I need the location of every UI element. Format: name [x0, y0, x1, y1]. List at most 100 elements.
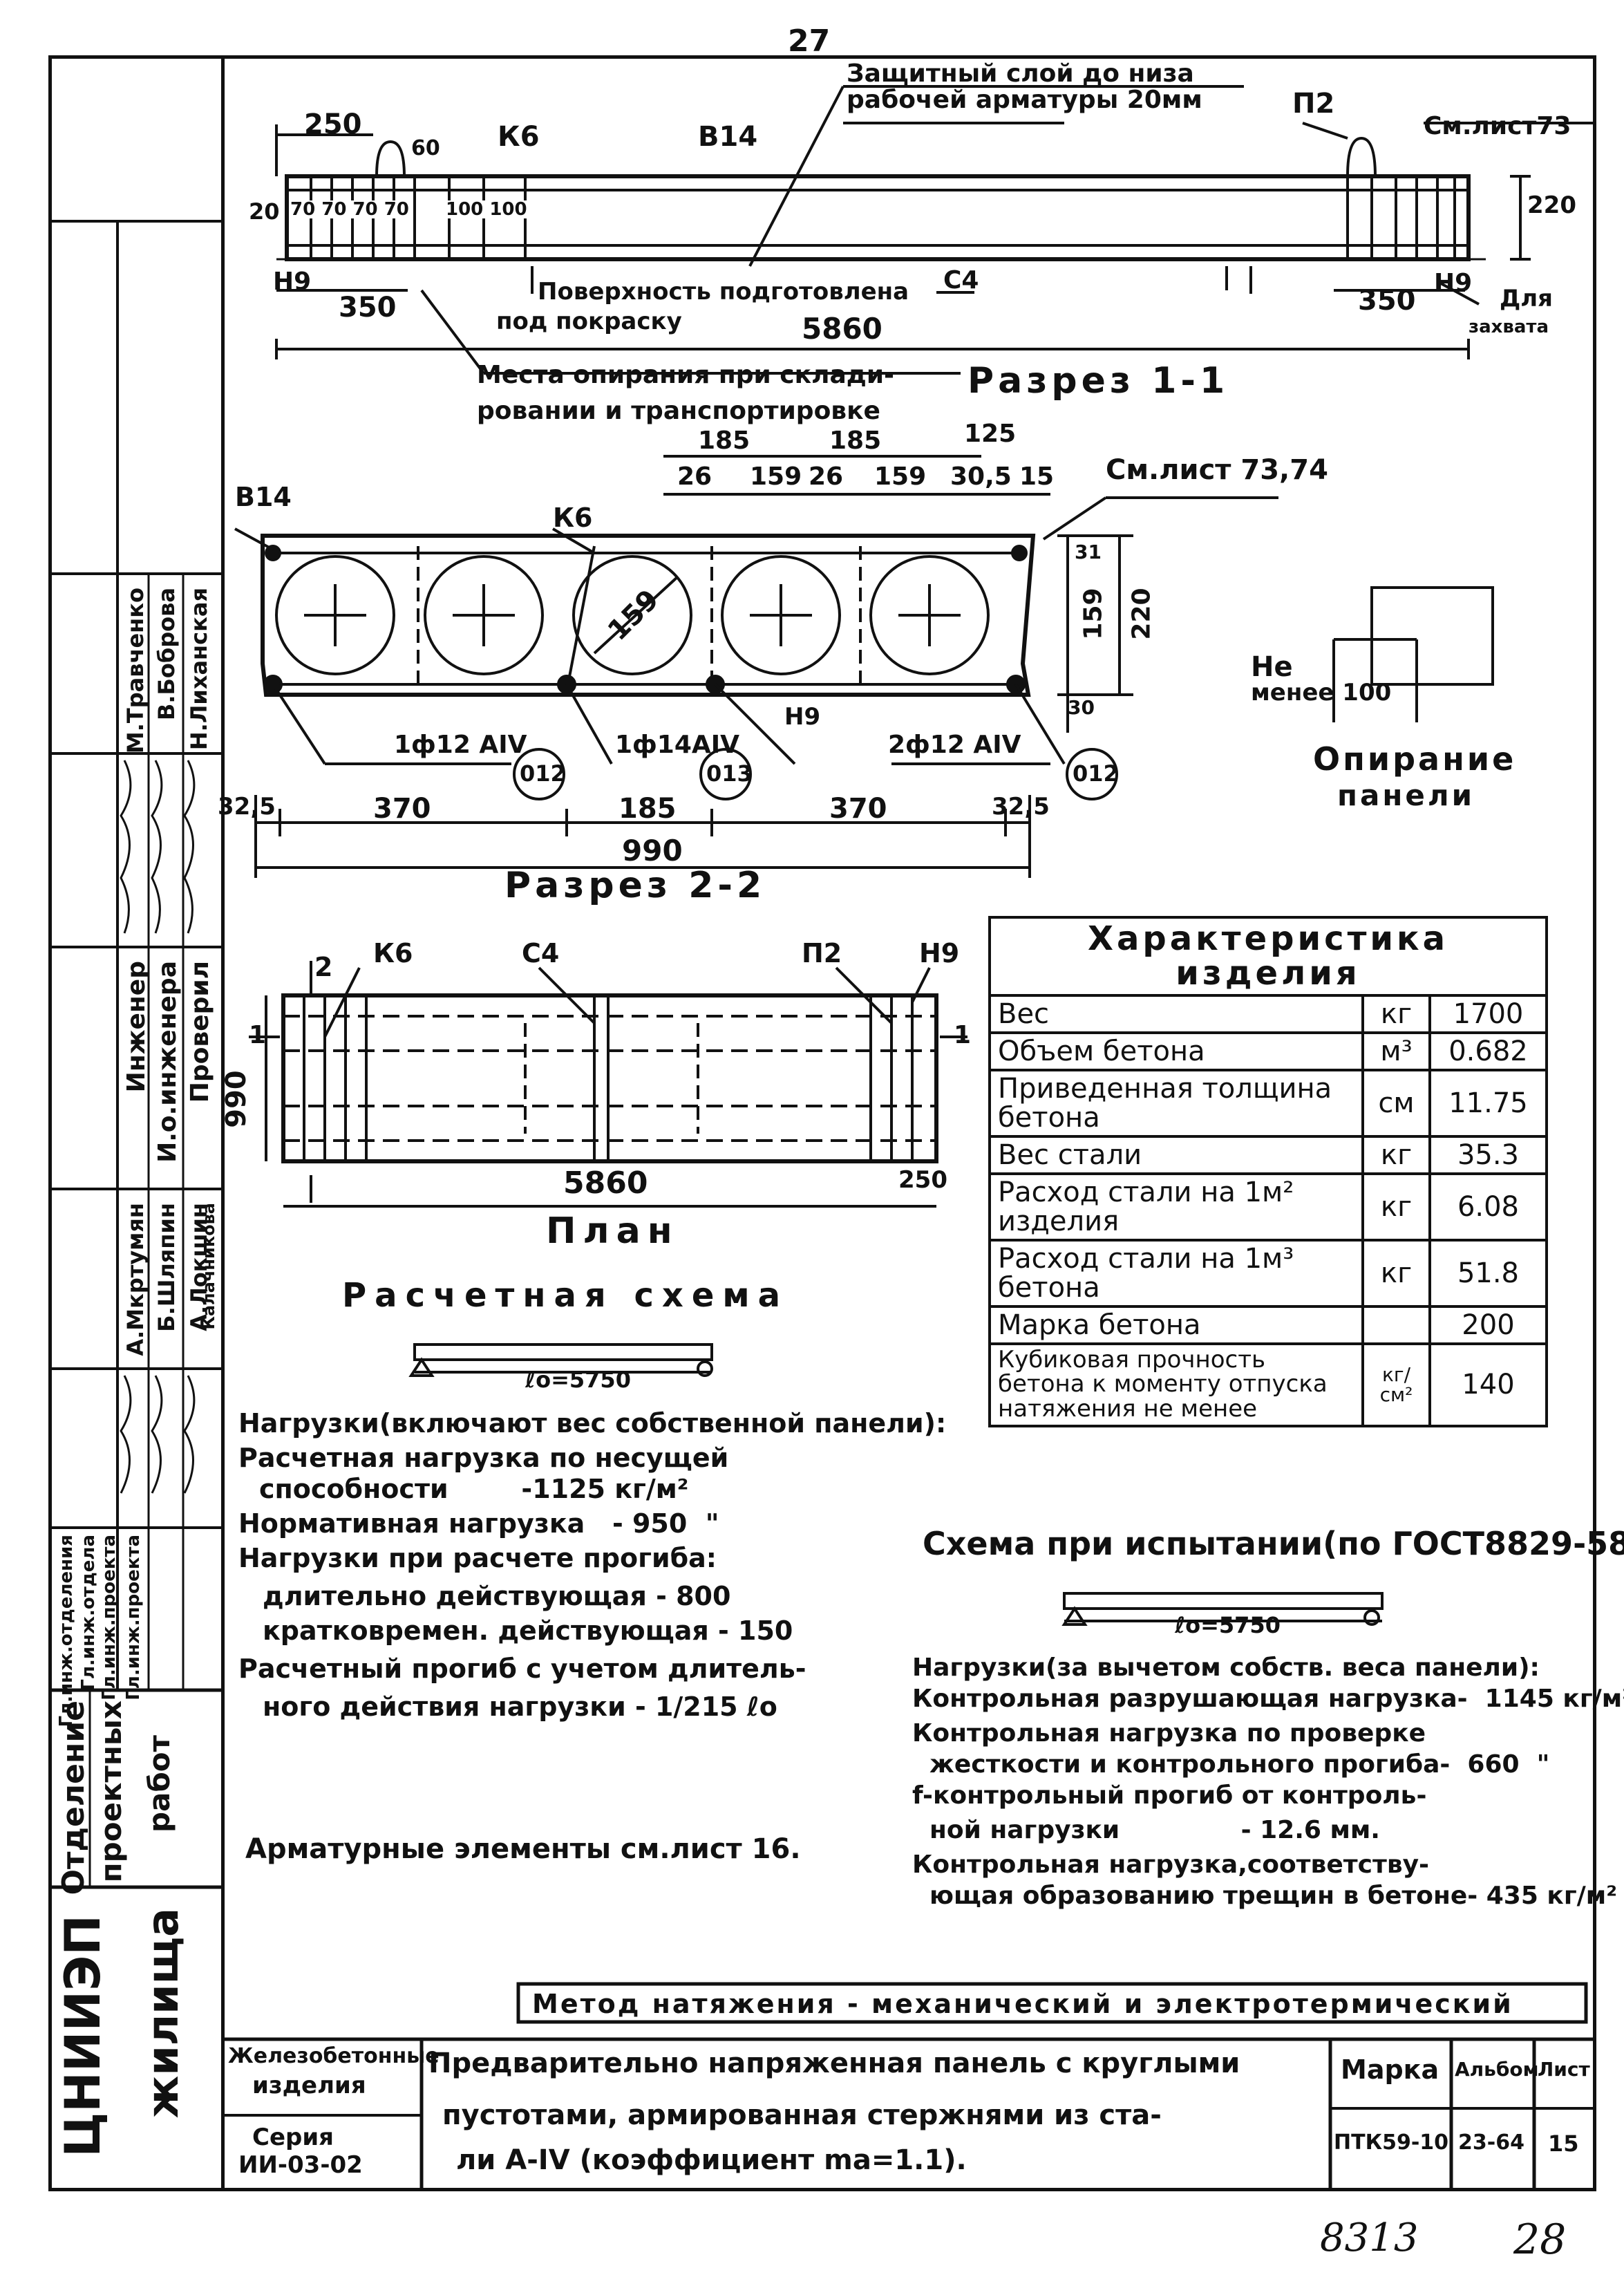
rebar-label-2: 1ф14АIV: [615, 731, 739, 759]
row-value: 200: [1428, 1304, 1549, 1345]
section-2-2-title: Разрез 2-2: [504, 865, 766, 906]
left-column-divider: [221, 55, 225, 2191]
bottom-dim-325-left: 32,5: [218, 793, 276, 821]
test-line: ющая образованию трещин в бетоне- 435 кг…: [929, 1882, 1617, 1910]
plan-label-p2: П2: [802, 938, 842, 968]
test-line: Нагрузки(за вычетом собств. веса панели)…: [912, 1653, 1540, 1682]
bottom-dim-370-right: 370: [829, 793, 887, 825]
title-mark-value: ПТК59-10: [1334, 2130, 1449, 2155]
test-line: жесткости и контрольного прогиба- 660 ": [929, 1750, 1550, 1779]
section-1-1-dim-100: 100 100: [446, 199, 527, 220]
bottom-dim-325-right: 32,5: [992, 793, 1050, 821]
row-name: Объем бетона: [988, 1031, 1365, 1071]
test-line: Контрольная нагрузка,соответству-: [912, 1851, 1430, 1879]
footer-number: 8313: [1320, 2215, 1419, 2260]
section-1-1-dim-220: 220: [1527, 191, 1576, 219]
calc-line: Нормативная нагрузка - 950 ": [238, 1508, 719, 1539]
section-1-1-label-n9-right: Н9: [1434, 269, 1473, 297]
section-2-2-d159b: 159: [874, 462, 927, 491]
support-note-2: ровании и транспортировке: [477, 397, 880, 425]
row-unit: кг/см²: [1361, 1342, 1431, 1427]
row-name: Расход стали на 1м³ бетона: [988, 1238, 1365, 1308]
tension-method: Метод натяжения - механический и электро…: [532, 1989, 1513, 2019]
title-album-label: Альбом: [1455, 2058, 1539, 2081]
row-name: Вес: [988, 993, 1365, 1034]
calc-line: Нагрузки при расчете прогиба:: [238, 1543, 717, 1573]
calc-line: Расчетный прогиб с учетом длитель-: [238, 1653, 806, 1684]
rebar-elements-note: Арматурные элементы см.лист 16.: [245, 1833, 801, 1865]
section-2-2-label-k6: К6: [553, 503, 593, 533]
test-line: Контрольная разрушающая нагрузка- 1145 к…: [912, 1685, 1624, 1713]
title-series-2: ИИ-03-02: [238, 2151, 363, 2179]
plan-label-n9: Н9: [919, 938, 960, 968]
section-1-1-label-k6: К6: [498, 121, 540, 153]
section-2-2-d159a: 159: [750, 462, 802, 491]
row-value: 35.3: [1428, 1134, 1549, 1175]
surface-note-2: под покраску: [496, 308, 682, 335]
section-1-1-title: Разрез 1-1: [967, 360, 1229, 402]
bottom-dim-370-left: 370: [373, 793, 431, 825]
drawing-frame: [48, 55, 1596, 2191]
section-2-2-d31: 31: [1075, 541, 1102, 563]
section-2-2-top-125: 125: [964, 420, 1017, 448]
row-name: Кубиковая прочность бетона к моменту отп…: [988, 1342, 1365, 1427]
calc-line: способности -1125 кг/м²: [259, 1474, 689, 1504]
section-2-2-d26b: 26: [809, 462, 844, 491]
section-1-1-dim-20: 20: [249, 198, 280, 225]
plan-dim-5860: 5860: [563, 1165, 648, 1201]
row-value: 140: [1428, 1342, 1549, 1427]
rebar-label-3: 2ф12 АIV: [888, 731, 1021, 759]
bottom-dim-990: 990: [622, 834, 683, 868]
mark-012-right: 012: [1073, 760, 1119, 787]
row-unit: см: [1361, 1068, 1431, 1138]
title-category-2: изделия: [252, 2072, 366, 2099]
row-value: 1700: [1428, 993, 1549, 1034]
calc-line: кратковремен. действующая - 150: [263, 1615, 793, 1646]
row-unit: кг: [1361, 1134, 1431, 1175]
row-unit: кг: [1361, 993, 1431, 1034]
plan-label-sec1-right: 1: [954, 1021, 972, 1049]
row-name: Марка бетона: [988, 1304, 1365, 1345]
footer-page: 28: [1513, 2215, 1567, 2264]
row-unit: кг: [1361, 1238, 1431, 1308]
bottom-dim-185: 185: [619, 793, 677, 825]
row-value: 6.08: [1428, 1172, 1549, 1242]
section-2-2-d26a: 26: [677, 462, 712, 491]
plan-title: План: [546, 1210, 679, 1252]
section-1-1-dim-70: 70 70 70 70: [290, 199, 409, 220]
row-value: 51.8: [1428, 1238, 1549, 1308]
section-2-2-d15: 15: [1019, 462, 1055, 491]
row-unit: кг: [1361, 1172, 1431, 1242]
calc-scheme-span: ℓo=5750: [525, 1367, 631, 1393]
title-product-line-1: Предварительно напряженная панель с круг…: [428, 2048, 1240, 2079]
section-2-2-label-v14: В14: [235, 482, 292, 512]
section-2-2-see-sheet: См.лист 73,74: [1106, 454, 1328, 486]
test-scheme-title: Схема при испытании(по ГОСТ8829-58): [923, 1525, 1624, 1562]
row-name: Приведенная толщина бетона: [988, 1068, 1365, 1138]
plan-label-sec1-left: 1: [249, 1021, 267, 1049]
test-line: ной нагрузки - 12.6 мм.: [929, 1816, 1380, 1844]
title-sheet-label: Лист: [1538, 2058, 1590, 2081]
page-number-top: 27: [788, 24, 831, 59]
support-detail-title-1: Опирание: [1313, 740, 1517, 778]
section-1-1-dim-5860: 5860: [802, 312, 882, 346]
calc-line: ного действия нагрузки - 1/215 ℓo: [263, 1692, 777, 1722]
section-1-1-see-sheet: См.лист73: [1424, 112, 1571, 140]
section-1-1-label-n9-left: Н9: [273, 268, 312, 296]
row-unit: м³: [1361, 1031, 1431, 1071]
section-1-1-dim-250: 250: [304, 109, 362, 140]
section-1-1-label-v14: В14: [698, 121, 758, 153]
section-1-1-dim-60: 60: [411, 136, 440, 160]
title-sheet-value: 15: [1548, 2130, 1579, 2157]
rebar-label-1: 1ф12 АIV: [394, 731, 527, 759]
plan-dim-250: 250: [898, 1166, 947, 1194]
row-value: 11.75: [1428, 1068, 1549, 1138]
section-2-2-top-185a: 185: [698, 427, 750, 455]
calc-scheme-title: Расчетная схема: [342, 1276, 789, 1315]
title-product-line-2: пустотами, армированная стержнями из ста…: [442, 2099, 1162, 2131]
